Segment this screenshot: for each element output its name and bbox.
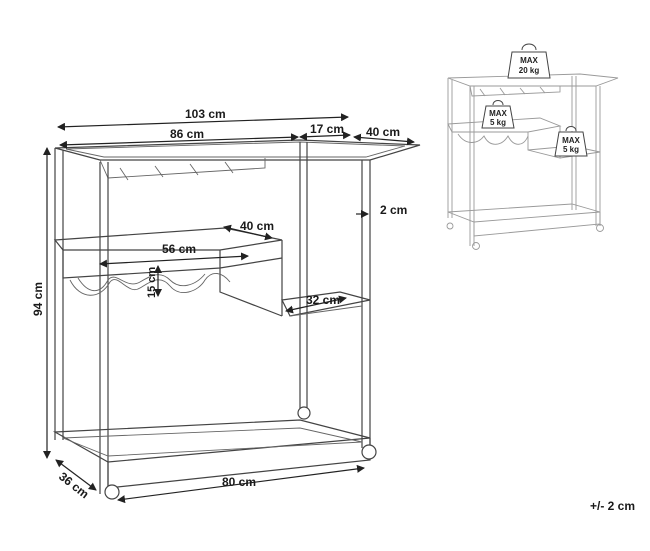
dimension-lines [43, 113, 415, 504]
load-capacity-thumbnail [446, 73, 619, 250]
label-wine-holder-height: 15 cm [146, 267, 158, 298]
label-base-width: 80 cm [222, 475, 256, 489]
weight-side-label: MAX [562, 136, 580, 145]
label-height: 94 cm [31, 282, 45, 316]
wheel-back-right [297, 406, 311, 420]
weight-side-value: 5 kg [563, 145, 579, 154]
weight-top-value: 20 kg [519, 66, 540, 75]
wheel-front-right [361, 444, 377, 460]
caster-wheels [104, 406, 377, 500]
weight-middle-label: MAX [489, 109, 507, 118]
label-extension: 17 cm [310, 122, 344, 136]
label-shelf-depth: 40 cm [240, 219, 274, 233]
label-inner-width: 86 cm [170, 127, 204, 141]
label-shelf-width: 56 cm [162, 242, 196, 256]
label-small-shelf: 32 cm [306, 293, 340, 307]
wheel-front-left [104, 484, 120, 500]
label-total-width: 103 cm [185, 107, 226, 121]
label-depth-top: 40 cm [366, 125, 400, 139]
tolerance-note: +/- 2 cm [590, 499, 635, 513]
weight-icon-middle: MAX 5 kg [481, 100, 515, 129]
weight-top-label: MAX [520, 56, 538, 65]
weight-middle-value: 5 kg [490, 118, 506, 127]
label-frame-thickness: 2 cm [380, 203, 407, 217]
weight-icon-top: MAX 20 kg [507, 43, 551, 79]
weight-icon-side: MAX 5 kg [554, 126, 588, 157]
bar-cart-frame [52, 139, 421, 494]
